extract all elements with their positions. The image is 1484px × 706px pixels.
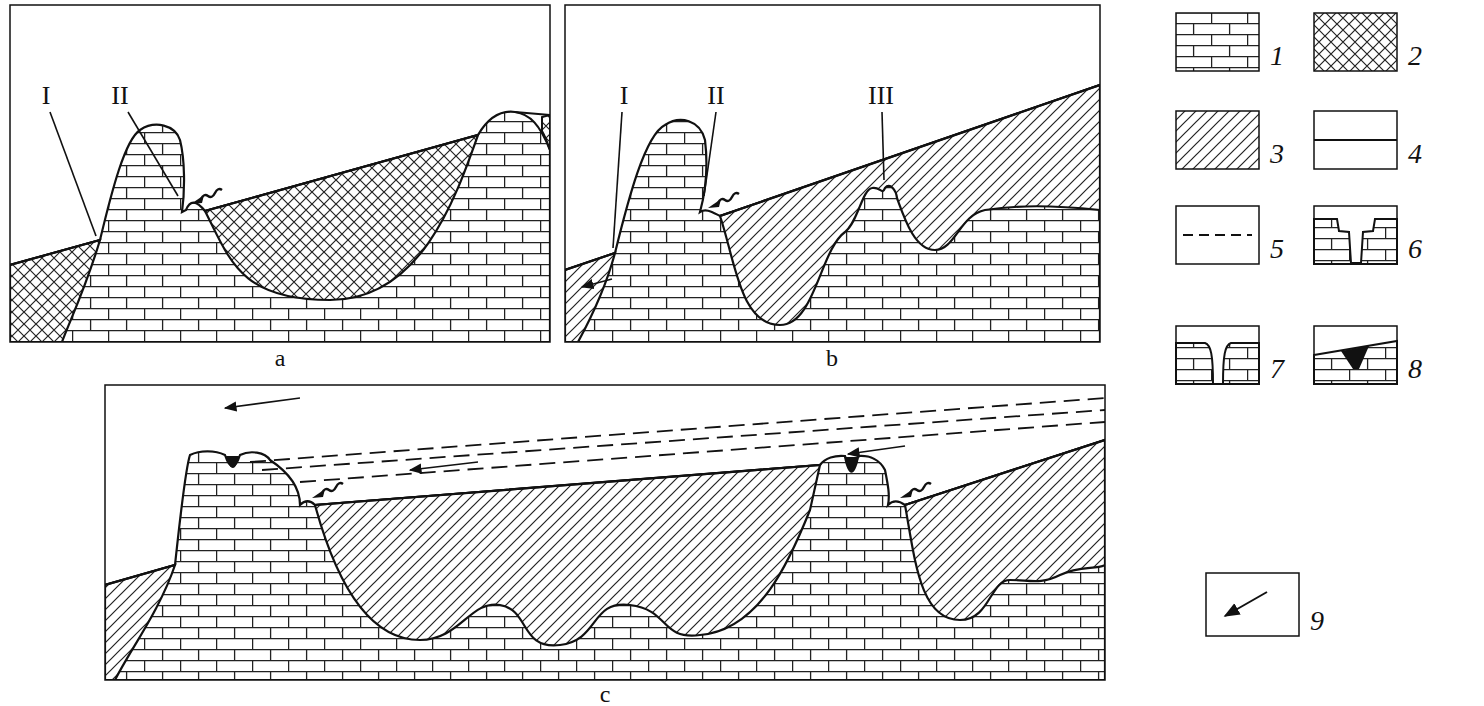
cave-mark: II <box>707 83 724 109</box>
legend-number: 1 <box>1270 42 1284 70</box>
legend-swatch <box>1175 12 1260 72</box>
legend-entry: 2 <box>1313 12 1438 72</box>
legend-entry: 9 <box>1205 572 1340 637</box>
cave-mark: II <box>111 83 128 109</box>
section-mark: I <box>42 83 51 109</box>
legend-number: 4 <box>1408 140 1422 168</box>
legend-swatch <box>1175 110 1260 170</box>
panel-letter: b <box>826 346 838 370</box>
section-mark: I <box>620 83 629 109</box>
legend-entry: 1 <box>1175 12 1300 72</box>
legend-number: 8 <box>1408 355 1422 383</box>
legend-swatch <box>1175 205 1260 265</box>
legend-entry: 8 <box>1313 325 1438 385</box>
legend-number: 5 <box>1270 235 1284 263</box>
legend-swatch <box>1313 325 1398 385</box>
legend-entry: 4 <box>1313 110 1438 170</box>
legend-entry: 7 <box>1175 325 1300 385</box>
legend-number: 6 <box>1408 235 1422 263</box>
doline-mark: III <box>868 83 894 109</box>
legend-number: 7 <box>1270 355 1284 383</box>
legend-swatch <box>1313 205 1398 265</box>
legend-swatch <box>1313 12 1398 72</box>
legend-entry: 6 <box>1313 205 1438 265</box>
legend-number: 3 <box>1270 140 1284 168</box>
legend-entry: 3 <box>1175 110 1300 170</box>
legend-swatch <box>1175 325 1260 385</box>
panel-b <box>565 85 1100 342</box>
legend-swatch <box>1205 572 1300 637</box>
legend-number: 9 <box>1310 607 1324 635</box>
panel-letter: c <box>600 682 611 706</box>
panel-c <box>105 398 1105 680</box>
legend-number: 2 <box>1408 42 1422 70</box>
legend-swatch <box>1313 110 1398 170</box>
panel-a <box>10 112 550 342</box>
legend-entry: 5 <box>1175 205 1300 265</box>
panel-letter: a <box>275 346 286 370</box>
